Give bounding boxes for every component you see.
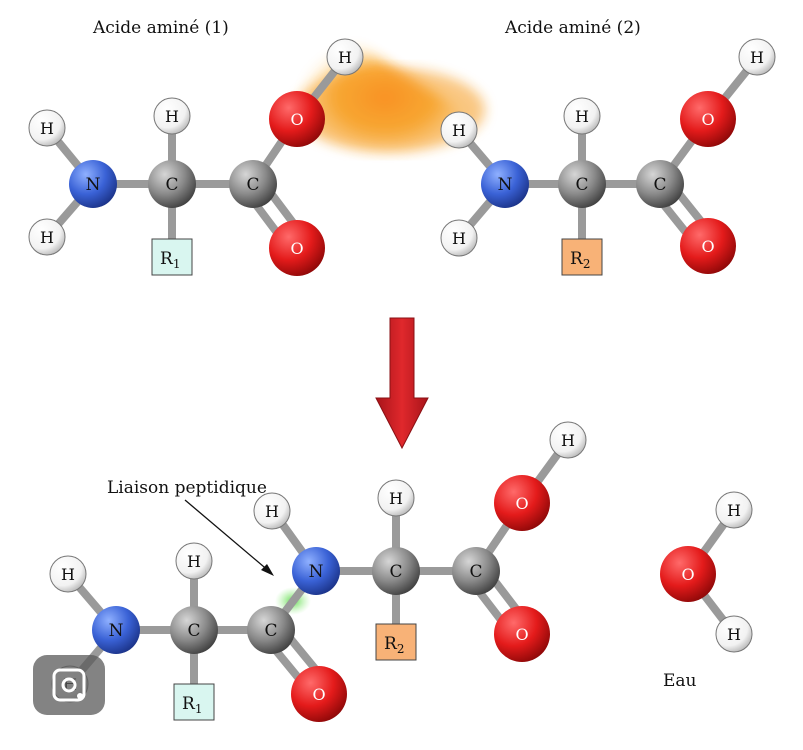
nitrogen-atom: N	[292, 547, 340, 595]
r2-label: R2	[384, 634, 404, 656]
svg-text:N: N	[109, 621, 124, 641]
carbon-atom: C	[247, 606, 295, 654]
carbon-atom: C	[170, 606, 218, 654]
svg-text:H: H	[338, 48, 352, 67]
carbon-atom: C	[148, 160, 196, 208]
oxygen-atom: O	[494, 475, 550, 531]
svg-text:C: C	[264, 621, 277, 641]
svg-text:C: C	[246, 175, 259, 195]
svg-text:H: H	[165, 107, 179, 126]
svg-text:O: O	[701, 110, 714, 129]
carbon-atom: C	[636, 160, 684, 208]
svg-text:N: N	[309, 562, 324, 582]
svg-text:H: H	[61, 565, 75, 584]
oxygen-atom: O	[494, 606, 550, 662]
r2-side-chain-box	[375, 623, 417, 661]
carbon-atom: C	[558, 160, 606, 208]
oxygen-atom: O	[680, 91, 736, 147]
svg-text:H: H	[40, 119, 54, 138]
oxygen-atom: O	[680, 218, 736, 274]
google-lens-icon[interactable]	[33, 655, 105, 715]
svg-text:O: O	[290, 110, 303, 129]
carbon-atom: C	[229, 160, 277, 208]
hydrogen-atom: H	[326, 38, 364, 76]
peptide-bond-pointer	[184, 499, 274, 576]
svg-text:H: H	[727, 501, 741, 520]
svg-text:C: C	[187, 621, 200, 641]
hydrogen-atom: H	[49, 555, 87, 593]
carbon-atom: C	[372, 547, 420, 595]
oxygen-atom: O	[660, 546, 716, 602]
svg-text:H: H	[389, 489, 403, 508]
hydrogen-atom: H	[715, 491, 753, 529]
r1-label: R1	[160, 249, 180, 271]
svg-text:H: H	[265, 502, 279, 521]
svg-text:H: H	[750, 48, 764, 67]
oxygen-atom: O	[291, 666, 347, 722]
svg-text:O: O	[515, 494, 528, 513]
svg-text:H: H	[452, 229, 466, 248]
svg-text:C: C	[653, 175, 666, 195]
svg-text:H: H	[575, 107, 589, 126]
svg-text:O: O	[312, 685, 325, 704]
amino-acid-1-title: Acide aminé (1)	[92, 18, 229, 38]
nitrogen-atom: N	[481, 160, 529, 208]
water-molecule: H O H	[660, 491, 753, 653]
hydrogen-atom: H	[738, 38, 776, 76]
hydrogen-atom: H	[253, 492, 291, 530]
r1-side-chain-box	[151, 238, 193, 276]
r1-label: R1	[182, 694, 202, 716]
svg-text:O: O	[681, 565, 694, 584]
r2-side-chain-box	[561, 238, 603, 276]
hydrogen-atom: H	[153, 97, 191, 135]
svg-text:H: H	[187, 552, 201, 571]
svg-text:O: O	[701, 237, 714, 256]
svg-text:O: O	[515, 625, 528, 644]
nitrogen-atom: N	[92, 606, 140, 654]
svg-text:H: H	[40, 228, 54, 247]
svg-text:O: O	[290, 239, 303, 258]
hydrogen-atom: H	[28, 218, 66, 256]
hydrogen-atom: H	[175, 542, 213, 580]
svg-text:H: H	[452, 121, 466, 140]
svg-text:N: N	[498, 175, 513, 195]
nitrogen-atom: N	[69, 160, 117, 208]
svg-text:C: C	[469, 562, 482, 582]
hydrogen-atom: H	[377, 479, 415, 517]
oxygen-atom: O	[269, 91, 325, 147]
hydrogen-atom: H	[549, 421, 587, 459]
hydrogen-atom: H	[440, 111, 478, 149]
svg-text:H: H	[727, 625, 741, 644]
svg-text:C: C	[575, 175, 588, 195]
amino-acid-2-title: Acide aminé (2)	[504, 18, 641, 38]
down-arrow-icon	[375, 317, 429, 450]
amino-acid-1: R1 H H N H C C O	[28, 38, 364, 276]
hydrogen-atom: H	[563, 97, 601, 135]
r1-side-chain-box	[173, 683, 215, 721]
svg-text:H: H	[561, 431, 575, 450]
water-label: Eau	[663, 671, 697, 691]
hydrogen-atom: H	[28, 109, 66, 147]
oxygen-atom: O	[269, 220, 325, 276]
r2-label: R2	[570, 249, 590, 271]
svg-text:C: C	[389, 562, 402, 582]
dipeptide: R1 R2 H H N H C C O	[49, 421, 587, 722]
amino-acid-2: R2 H H N H C C O O	[440, 38, 776, 276]
peptide-bond-label: Liaison peptidique	[107, 478, 267, 498]
svg-text:N: N	[86, 175, 101, 195]
hydrogen-atom: H	[715, 615, 753, 653]
carbon-atom: C	[452, 547, 500, 595]
svg-text:C: C	[165, 175, 178, 195]
hydrogen-atom: H	[440, 219, 478, 257]
